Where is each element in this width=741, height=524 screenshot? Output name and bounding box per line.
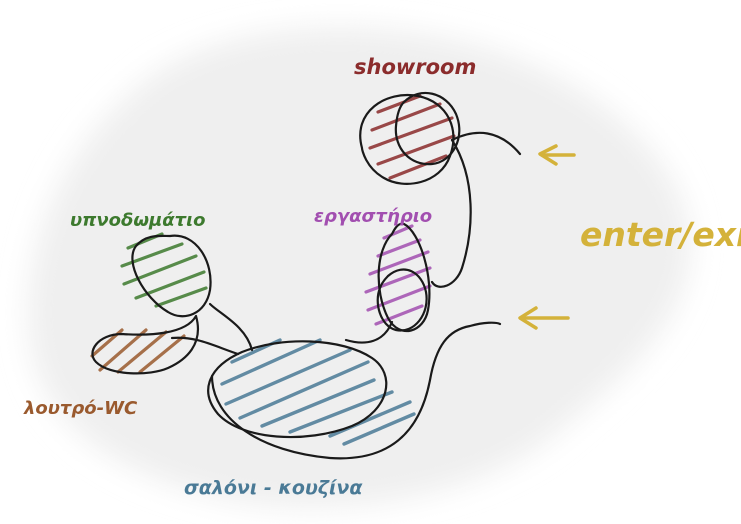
path-workshop-living — [344, 320, 394, 344]
label-entrance: enter/exit — [580, 215, 741, 254]
living-hatch — [220, 338, 416, 446]
path-living-bedroom — [208, 302, 254, 352]
arrow-left-icon — [538, 144, 576, 166]
showroom-hatch — [368, 94, 456, 180]
label-living: σαλόνι - κουζίνα — [184, 477, 363, 499]
label-bath: λουτρό-WC — [23, 398, 138, 419]
label-showroom: showroom — [354, 55, 476, 79]
workshop-circle-1 — [377, 222, 431, 333]
path-bedroom-bath — [91, 314, 199, 375]
bedroom-circle — [131, 234, 212, 318]
label-bedroom: υπνοδωμάτιο — [70, 210, 206, 231]
background-blob — [28, 27, 691, 508]
showroom-circle-2 — [394, 92, 461, 166]
workshop-circle-2 — [376, 268, 428, 332]
arrow-left-icon — [518, 306, 570, 330]
label-workshop: εργαστήριο — [314, 206, 432, 227]
living-circle — [207, 340, 388, 439]
path-showroom-workshop — [430, 138, 472, 288]
circulation-lines — [91, 92, 522, 460]
path-lower-entrance — [210, 321, 502, 460]
path-upper-entrance — [450, 131, 522, 156]
path-bath-living — [170, 336, 240, 356]
